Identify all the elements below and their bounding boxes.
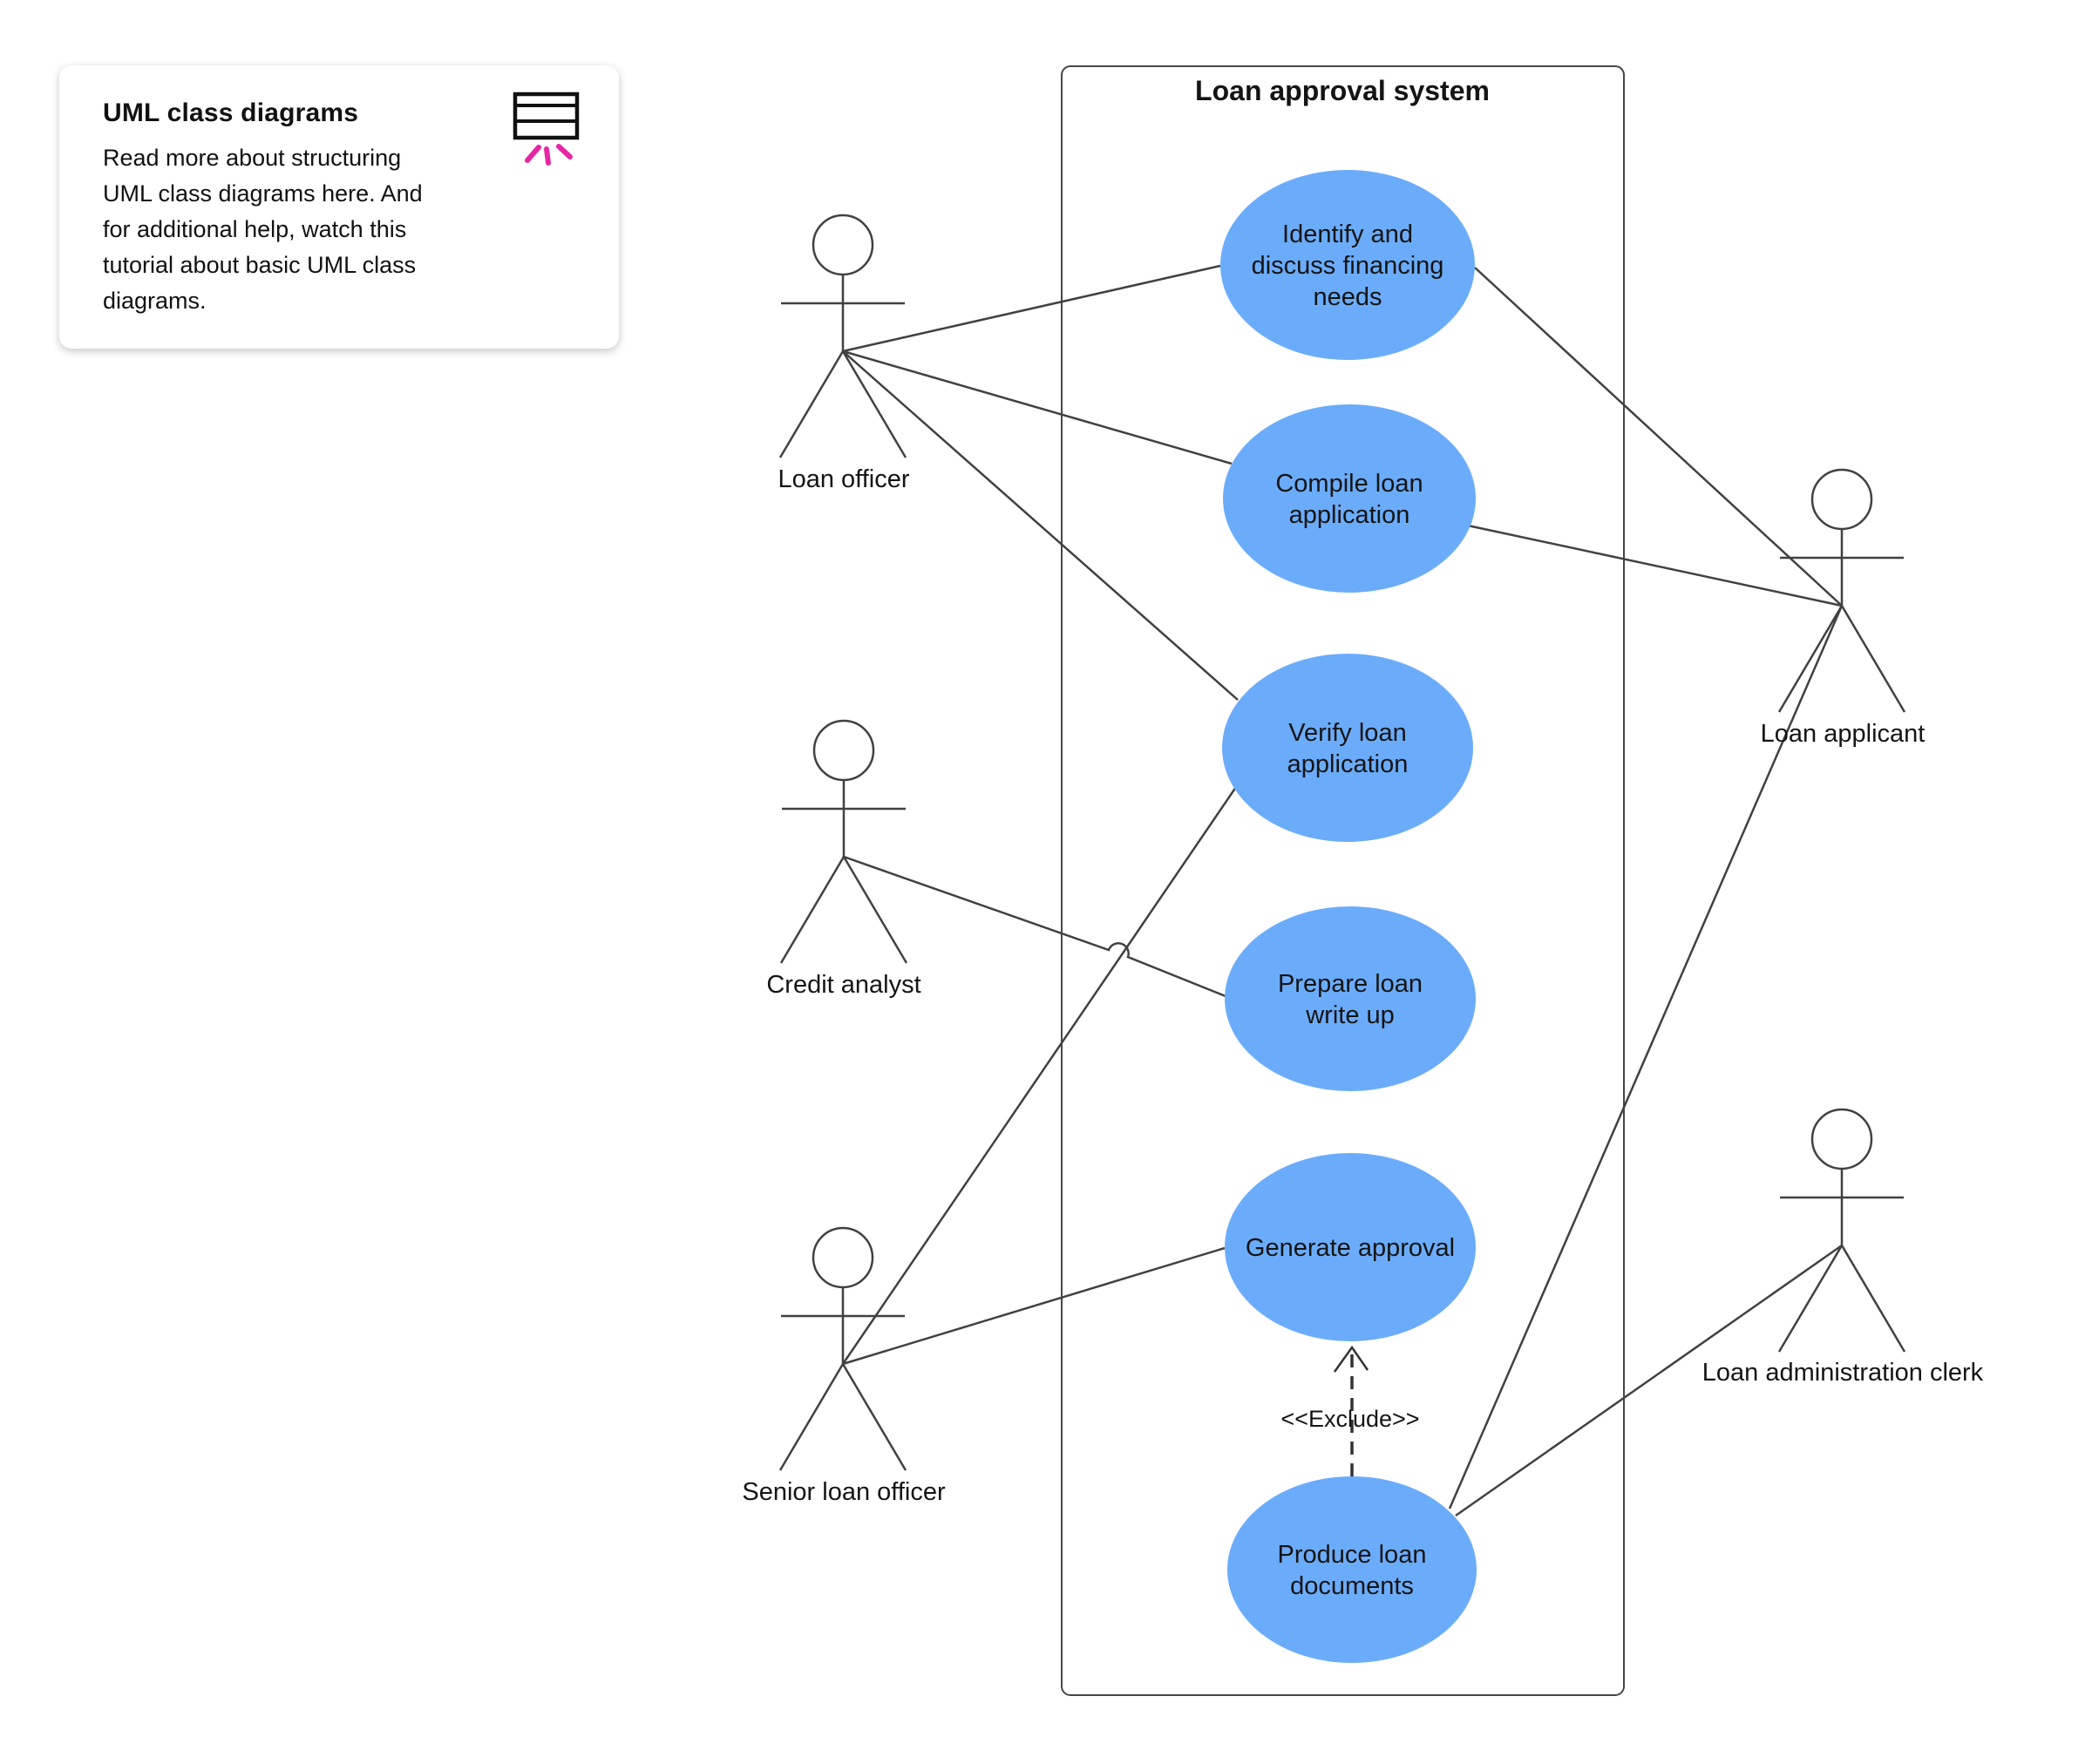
- use-case-identify-financing-needs[interactable]: Identify and discuss financing needs: [1220, 170, 1475, 360]
- actor-label: Credit analyst: [766, 971, 920, 999]
- assoc-loan-applicant-identify[interactable]: [1474, 267, 1843, 607]
- assoc-loan-admin-clerk-produce[interactable]: [1455, 1244, 1843, 1517]
- note-body-line: diagrams.: [103, 288, 207, 314]
- actor-head: [1810, 1108, 1873, 1170]
- use-case-ellipse[interactable]: [1225, 906, 1476, 1091]
- actor-leg: [778, 1363, 845, 1471]
- use-case-label-line: application: [1287, 750, 1409, 778]
- use-case-label-line: Compile loan: [1275, 470, 1423, 498]
- actor-loan-officer[interactable]: Loan officer: [778, 214, 910, 493]
- use-case-ellipse[interactable]: [1225, 1153, 1476, 1341]
- highlight-rays: [525, 144, 573, 166]
- actor-leg: [778, 350, 845, 458]
- actor-head: [812, 1226, 874, 1289]
- use-case-label-line: Produce loan: [1278, 1541, 1427, 1569]
- uml-class-box-icon: [513, 92, 582, 179]
- assoc-loan-officer-verify[interactable]: [842, 350, 1239, 701]
- use-case-prepare-loan-write-up[interactable]: Prepare loan write up: [1225, 906, 1476, 1091]
- actor-label: Loan administration clerk: [1702, 1359, 1984, 1387]
- assoc-senior-loan-officer-verify[interactable]: [841, 786, 1238, 1365]
- assoc-loan-officer-identify[interactable]: [842, 264, 1221, 353]
- actor-leg: [841, 350, 907, 458]
- assoc-credit-analyst-prepare[interactable]: [843, 855, 1226, 998]
- use-case-verify-loan-application[interactable]: Verify loan application: [1222, 654, 1473, 842]
- note-body: Read more about structuring UML class di…: [103, 140, 584, 319]
- use-case-label-line: documents: [1290, 1572, 1414, 1600]
- note-body-line: for additional help, watch this: [103, 216, 407, 242]
- actor-label: Loan officer: [778, 465, 909, 493]
- exclude-relationship[interactable]: <<Exclude>>: [1280, 1345, 1420, 1480]
- use-case-label-line: Identify and: [1282, 220, 1413, 248]
- use-case-ellipse[interactable]: [1220, 170, 1475, 360]
- use-case-ellipse[interactable]: [1222, 654, 1473, 842]
- associations: [841, 264, 1844, 1517]
- note-body-line: Read more about structuring: [103, 145, 402, 171]
- actor-loan-administration-clerk[interactable]: Loan administration clerk: [1702, 1108, 1984, 1387]
- assoc-senior-loan-officer-generate[interactable]: [842, 1246, 1226, 1366]
- use-case-label-line: Verify loan: [1288, 719, 1406, 747]
- system-boundary[interactable]: Loan approval system: [1061, 65, 1625, 1696]
- actor-leg: [842, 856, 908, 964]
- use-case-ellipse[interactable]: [1223, 404, 1476, 593]
- actor-head: [1810, 468, 1873, 531]
- actor-leg: [779, 856, 846, 964]
- actor-leg: [1777, 605, 1844, 713]
- system-boundary-rect[interactable]: [1061, 65, 1625, 1696]
- actor-leg: [1777, 1245, 1844, 1353]
- assoc-loan-applicant-produce[interactable]: [1448, 605, 1844, 1510]
- use-case-label-line: application: [1289, 501, 1410, 529]
- actor-leg: [841, 1363, 907, 1471]
- use-case-ellipse[interactable]: [1227, 1476, 1477, 1663]
- actor-head: [812, 214, 874, 276]
- use-case-label-line: write up: [1305, 1001, 1395, 1029]
- note-card[interactable]: UML class diagrams Read more about struc…: [59, 65, 619, 349]
- use-case-label-line: discuss financing: [1252, 252, 1444, 280]
- actor-loan-applicant[interactable]: Loan applicant: [1761, 468, 1926, 748]
- actor-leg: [1840, 605, 1906, 713]
- note-body-line: tutorial about basic UML class: [103, 252, 417, 278]
- actor-label: Loan applicant: [1761, 720, 1926, 748]
- assoc-loan-applicant-compile[interactable]: [1467, 524, 1843, 607]
- use-case-label-line: Prepare loan: [1278, 970, 1423, 998]
- use-case-label-line: Generate approval: [1246, 1234, 1455, 1262]
- actor-credit-analyst[interactable]: Credit analyst: [766, 719, 921, 999]
- actor-senior-loan-officer[interactable]: Senior loan officer: [742, 1226, 946, 1506]
- use-case-generate-approval[interactable]: Generate approval: [1225, 1153, 1476, 1341]
- note-body-line: UML class diagrams here. And: [103, 180, 423, 207]
- system-title: Loan approval system: [1195, 75, 1490, 106]
- use-case-label-line: needs: [1313, 283, 1382, 311]
- use-case-compile-loan-application[interactable]: Compile loan application: [1223, 404, 1476, 593]
- actor-head: [812, 719, 875, 782]
- exclude-label: <<Exclude>>: [1280, 1406, 1419, 1432]
- note-title: UML class diagrams: [103, 98, 359, 127]
- assoc-loan-officer-compile[interactable]: [842, 349, 1233, 465]
- actor-label: Senior loan officer: [742, 1478, 946, 1506]
- use-case-produce-loan-documents[interactable]: Produce loan documents: [1227, 1476, 1477, 1663]
- exclude-open-arrowhead: [1333, 1345, 1369, 1373]
- actor-leg: [1840, 1245, 1906, 1353]
